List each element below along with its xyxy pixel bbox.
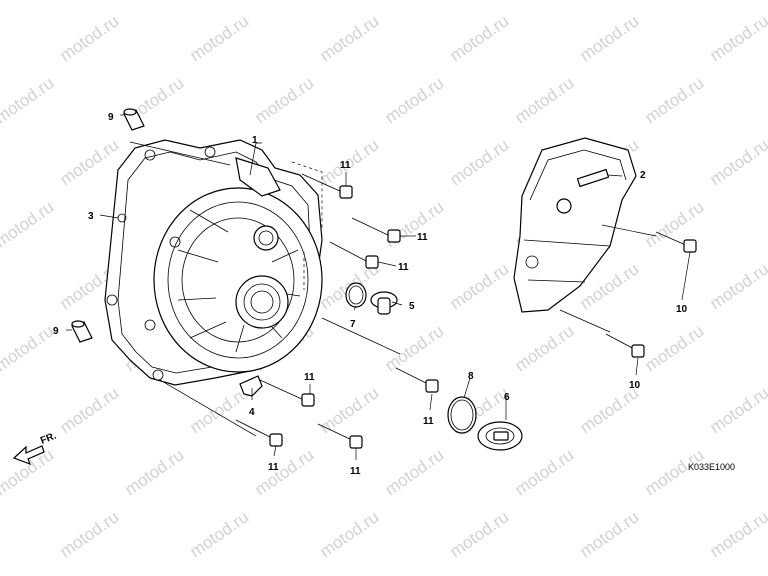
watermark-text: motod.ru (576, 11, 642, 65)
watermark-text: motod.ru (446, 259, 512, 313)
hole-cap[interactable] (477, 421, 523, 451)
callout-11: 11 (304, 372, 315, 383)
watermark-text: motod.ru (641, 445, 707, 499)
watermark-text: motod.ru (446, 135, 512, 189)
callout-7: 7 (350, 319, 356, 330)
watermark-text: motod.ru (0, 0, 57, 3)
watermark-text: motod.ru (121, 445, 187, 499)
watermark-text: motod.ru (0, 197, 57, 251)
callout-11: 11 (340, 160, 351, 171)
o-ring[interactable] (447, 396, 477, 434)
callout-8: 8 (468, 371, 474, 382)
watermark-text: motod.ru (706, 135, 768, 189)
front-direction-arrow-icon (12, 445, 45, 466)
watermark-text: motod.ru (706, 259, 768, 313)
flange-bolt[interactable] (317, 423, 363, 449)
watermark-text: motod.ru (56, 135, 122, 189)
watermark-text: motod.ru (706, 507, 768, 561)
direction-label: FR. (39, 430, 58, 446)
o-ring[interactable] (345, 282, 367, 308)
watermark-text: motod.ru (56, 11, 122, 65)
watermark-text: motod.ru (56, 507, 122, 561)
watermark-text: motod.ru (576, 383, 642, 437)
crankcase-cover[interactable] (104, 139, 323, 386)
watermark-text: motod.ru (641, 73, 707, 127)
callout-4: 4 (249, 407, 255, 418)
watermark-text: motod.ru (251, 445, 317, 499)
callout-1: 1 (252, 135, 258, 146)
watermark-text: motod.ru (186, 11, 252, 65)
watermark-text: motod.ru (706, 383, 768, 437)
watermark-text: motod.ru (0, 73, 57, 127)
watermark-text: motod.ru (446, 11, 512, 65)
hole-cap[interactable] (370, 291, 398, 315)
flange-bolt[interactable] (259, 379, 315, 407)
callout-5: 5 (409, 301, 415, 312)
sprocket-cover[interactable] (513, 137, 637, 313)
callout-10: 10 (629, 380, 641, 391)
flange-bolt[interactable] (395, 367, 439, 393)
callout-11: 11 (268, 462, 279, 473)
watermark-text: motod.ru (446, 507, 512, 561)
watermark-text: motod.ru (511, 445, 577, 499)
watermark-text: motod.ru (381, 197, 447, 251)
watermark-text: motod.ru (121, 0, 187, 3)
watermark-text: motod.ru (706, 11, 768, 65)
flange-bolt[interactable] (351, 217, 401, 243)
watermark-text: motod.ru (56, 383, 122, 437)
cable-clip[interactable] (239, 375, 263, 397)
watermark-text: motod.ru (316, 507, 382, 561)
callout-6: 6 (504, 392, 510, 403)
callout-9: 9 (108, 112, 114, 123)
dowel-pin[interactable] (123, 108, 145, 131)
watermark-text: motod.ru (641, 197, 707, 251)
watermark-text: motod.ru (316, 11, 382, 65)
diagram-code: K033E1000 (688, 462, 735, 472)
watermark-text: motod.ru (641, 0, 707, 3)
watermark-text: motod.ru (316, 383, 382, 437)
watermark-text: motod.ru (381, 73, 447, 127)
watermark-text: motod.ru (641, 321, 707, 375)
callout-11: 11 (423, 416, 434, 427)
dowel-pin[interactable] (71, 320, 93, 343)
callout-2: 2 (640, 170, 646, 181)
watermark-text: motod.ru (0, 321, 57, 375)
watermark-text: motod.ru (251, 73, 317, 127)
callout-3: 3 (88, 211, 94, 222)
watermark-text: motod.ru (381, 0, 447, 3)
watermark-text: motod.ru (381, 321, 447, 375)
callout-10: 10 (676, 304, 688, 315)
callout-11: 11 (417, 232, 428, 243)
watermark-text: motod.ru (511, 73, 577, 127)
watermark-text: motod.ru (381, 445, 447, 499)
flange-bolt[interactable] (605, 333, 645, 358)
watermark-text: motod.ru (511, 0, 577, 3)
watermark-text: motod.ru (576, 507, 642, 561)
flange-bolt[interactable] (235, 419, 283, 447)
watermark-text: motod.ru (186, 507, 252, 561)
flange-bolt[interactable] (329, 241, 379, 269)
callout-11: 11 (350, 466, 361, 477)
callout-11: 11 (398, 262, 409, 273)
watermark-text: motod.ru (251, 0, 317, 3)
watermark-text: motod.ru (511, 321, 577, 375)
leader-lines (66, 114, 691, 460)
callout-9: 9 (53, 326, 59, 337)
